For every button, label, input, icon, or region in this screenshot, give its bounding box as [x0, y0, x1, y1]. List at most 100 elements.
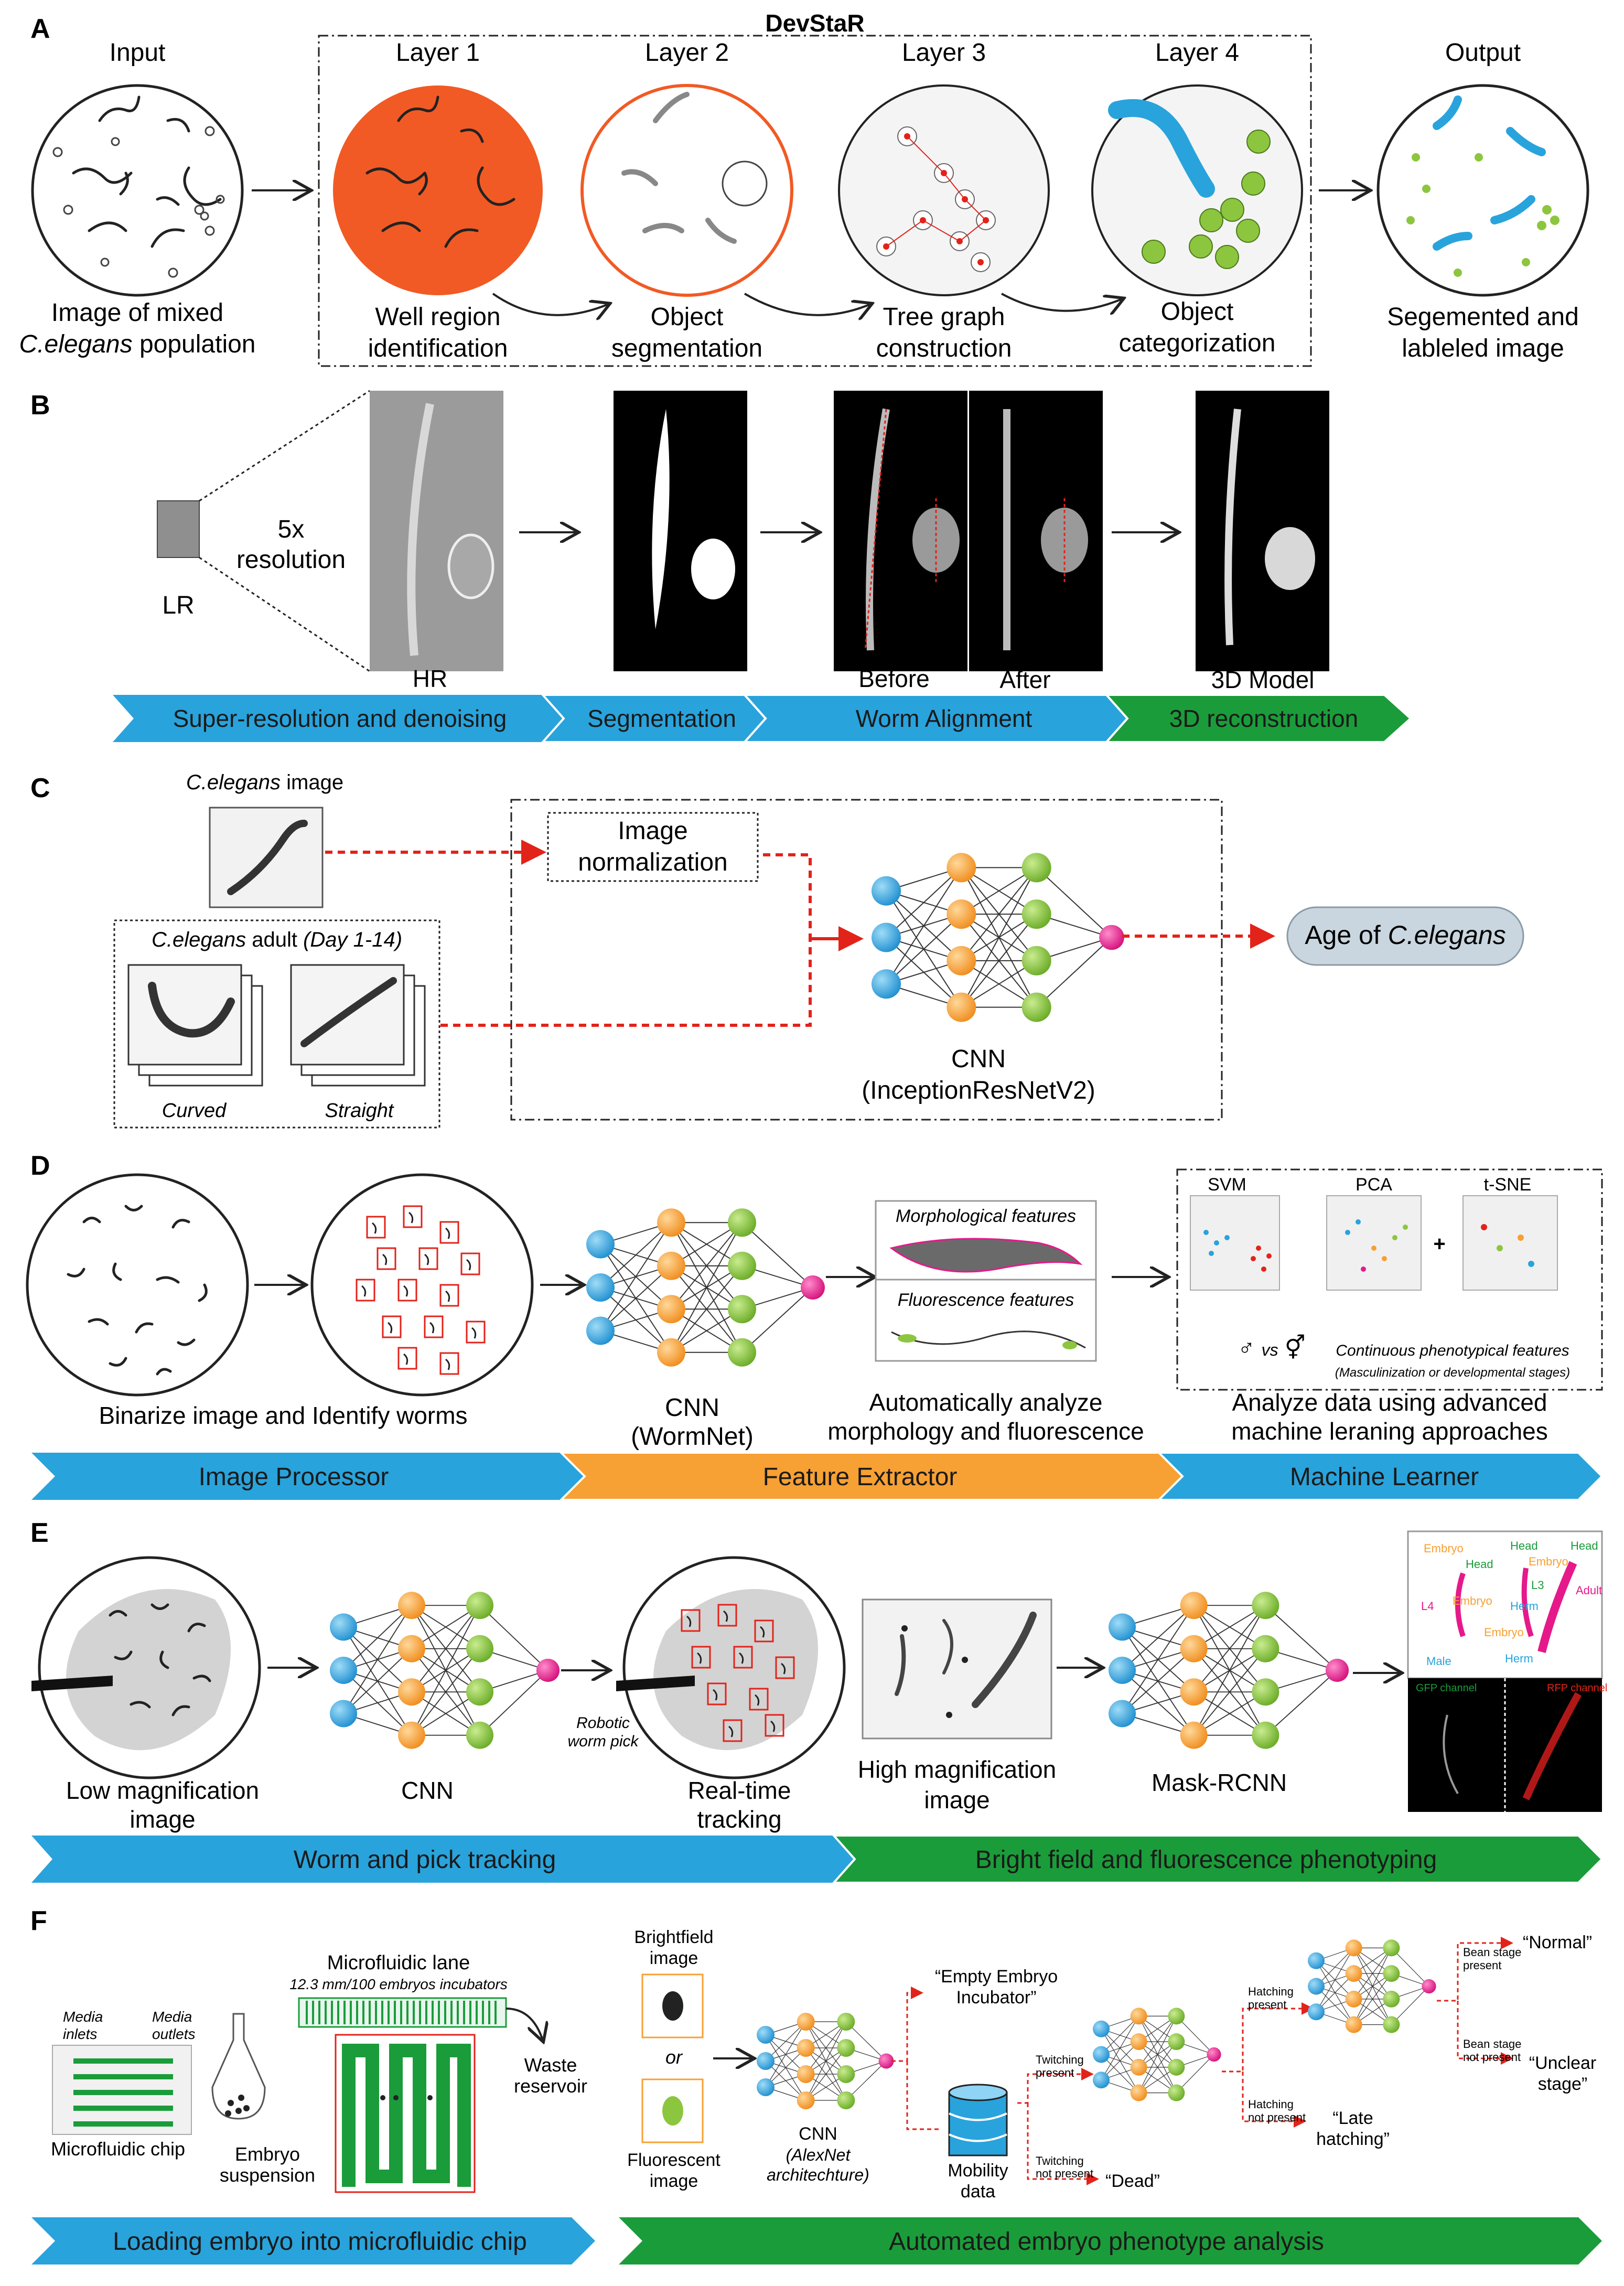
neuron-node	[757, 2078, 775, 2096]
neuron-node	[466, 1635, 493, 1662]
output-blue-worms	[1433, 95, 1546, 251]
dead-label: “Dead”	[1105, 2171, 1160, 2191]
before-worm	[866, 408, 890, 651]
banner-f-2-label: Automated embryo phenotype analysis	[889, 2228, 1324, 2256]
neuron-node	[1383, 1990, 1400, 2008]
media-inlets-1: Media	[63, 2009, 103, 2025]
fl-line-1: Fluorescent	[627, 2150, 720, 2170]
banner-f-1-label: Loading embryo into microfluidic chip	[113, 2228, 527, 2256]
neuron-node	[872, 876, 901, 906]
binarize-caption: Binarize image and Identify worms	[99, 1402, 467, 1429]
mobility-line-1: Mobility	[948, 2161, 1008, 2181]
input-label: Input	[110, 39, 166, 67]
step-2-line-2: segmentation	[611, 335, 762, 362]
bounding-box	[377, 1247, 396, 1270]
hatch-no-1: Hatching	[1248, 2098, 1294, 2111]
lane-strip	[298, 1997, 507, 2028]
neuron-node	[947, 853, 976, 883]
neuron-node	[797, 2013, 815, 2031]
cnn-network-d	[586, 1208, 825, 1367]
svm-label: SVM	[1208, 1175, 1246, 1195]
neuron-node	[947, 992, 976, 1022]
tsne-label: t-SNE	[1484, 1175, 1532, 1195]
output-caption-line-1: Segemented and	[1387, 303, 1579, 331]
svg-text:Embryo: Embryo	[1484, 1626, 1524, 1639]
wormnet-line-1: CNN	[665, 1394, 719, 1422]
bounding-box	[681, 1609, 701, 1632]
fluor-spot-1	[898, 1334, 917, 1343]
alexnet-line-1: (AlexNet	[786, 2145, 851, 2164]
or-label: or	[665, 2046, 683, 2068]
curved-stack	[127, 964, 263, 1087]
twitch-no-1: Twitching	[1036, 2154, 1084, 2167]
analyze-line-2: morphology and fluorescence	[827, 1418, 1144, 1445]
late-line-2: hatching”	[1316, 2129, 1390, 2149]
panel-letter-b: B	[30, 390, 50, 421]
neuron-node	[757, 2026, 775, 2044]
bounding-box	[397, 1279, 417, 1302]
plus-sign: +	[1433, 1232, 1445, 1255]
tree-graph-nodes	[876, 126, 996, 272]
phenotype-worm-1	[1455, 1572, 1466, 1637]
bounding-box	[439, 1352, 459, 1375]
zoom-line-top	[199, 390, 370, 502]
layer-1-label: Layer 1	[396, 39, 480, 67]
neuron-node	[728, 1251, 756, 1280]
banner-e-2	[831, 1834, 1604, 1884]
bf-line-1: Brightfield	[634, 1927, 713, 1947]
banner-f-2	[619, 2217, 1602, 2264]
straight-label: Straight	[325, 1100, 394, 1122]
embryo-dots	[225, 2095, 250, 2117]
neuron-node	[1093, 2046, 1110, 2063]
continuous-features-label: Continuous phenotypical features	[1336, 1342, 1569, 1359]
bounding-box	[424, 1315, 444, 1338]
cnn-e-label: CNN	[401, 1777, 454, 1804]
neuron-node	[1109, 1657, 1136, 1684]
cnn-box-c	[510, 799, 1223, 1121]
neuron-node	[398, 1635, 425, 1662]
worm-sketches-input	[72, 95, 222, 248]
model-worm	[1224, 409, 1241, 646]
neuron-node	[837, 2065, 855, 2083]
fluor-spot-2	[1062, 1341, 1077, 1349]
output-label: Output	[1445, 39, 1521, 67]
neuron-node	[801, 1275, 825, 1300]
panel-b: B LR 5x resolution HR Before After 3D Mo…	[30, 390, 1412, 743]
male-vs-herm: ♂ vs ⚥	[1238, 1334, 1305, 1361]
low-mag-line-2: image	[130, 1806, 195, 1833]
binarize-worms	[67, 1205, 208, 1376]
neuron-node	[657, 1208, 685, 1237]
late-line-1: “Late	[1332, 2108, 1373, 2128]
panel-letter-a: A	[30, 14, 50, 44]
banner-e-1	[31, 1836, 855, 1883]
cnn-network-f2	[1093, 2008, 1221, 2101]
cnn-network-e1	[330, 1592, 560, 1749]
svg-text:Herm: Herm	[1505, 1652, 1533, 1665]
phenotype-worm-2	[1521, 1568, 1534, 1637]
neuron-node	[466, 1592, 493, 1619]
arrow-twitch-yes	[1017, 2068, 1094, 2104]
bounding-box	[775, 1656, 795, 1679]
ml-caption-line-2: machine leraning approaches	[1231, 1418, 1548, 1445]
low-mag-line-1: Low magnification	[66, 1777, 259, 1804]
neuron-node	[1021, 992, 1051, 1022]
neuron-node	[947, 946, 976, 975]
neuron-node	[1308, 2003, 1325, 2021]
age-output-pill	[1286, 906, 1524, 966]
step-2-line-1: Object	[651, 303, 724, 331]
curved-label: Curved	[162, 1100, 227, 1122]
normalization-line-1: Image	[618, 817, 687, 845]
neuron-node	[837, 2013, 855, 2031]
analyze-line-1: Automatically analyze	[869, 1389, 1103, 1416]
neuron-node	[1325, 1658, 1349, 1682]
neuron-node	[1130, 2058, 1147, 2076]
egg-sketches-input	[52, 126, 225, 278]
input-circle	[31, 84, 244, 297]
svg-text:Head: Head	[1510, 1539, 1538, 1552]
tracked-worm-boxes	[681, 1604, 795, 1742]
hatch-no-2: not present	[1248, 2111, 1306, 2124]
high-mag-embryos	[901, 1625, 968, 1718]
robotic-pick-line-2: worm pick	[567, 1733, 639, 1750]
c-image-worm	[227, 820, 308, 895]
neuron-node	[1207, 2047, 1221, 2062]
